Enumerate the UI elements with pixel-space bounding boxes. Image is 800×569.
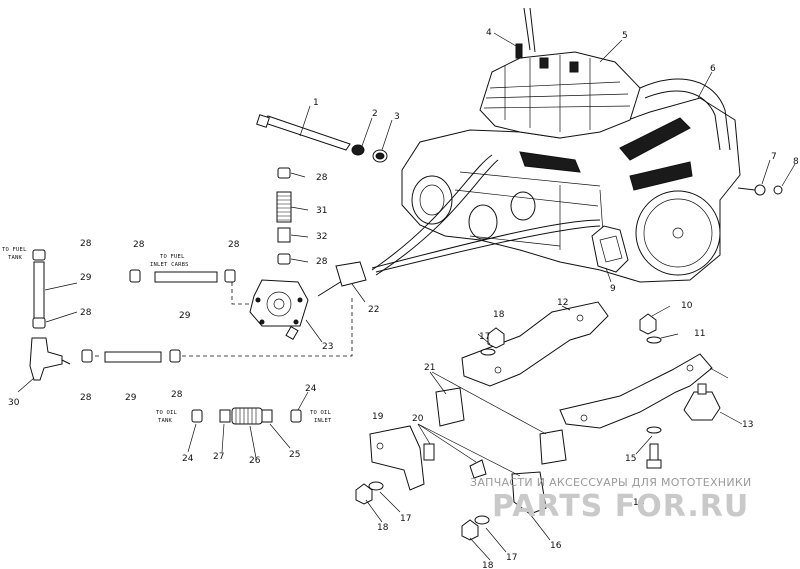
fuel-inlet-hose — [129, 269, 236, 283]
callout-13: 13 — [742, 420, 753, 430]
callout-20: 20 — [412, 414, 424, 424]
callout-28-d: 28 — [316, 173, 328, 183]
callout-23: 23 — [322, 342, 333, 352]
callout-15: 15 — [625, 454, 636, 464]
callout-29-a: 29 — [80, 273, 92, 283]
callout-27: 27 — [213, 452, 224, 462]
fuel-pump-assembly — [231, 167, 309, 341]
callout-22: 22 — [368, 305, 379, 315]
callout-21: 21 — [424, 363, 435, 373]
callout-12: 12 — [557, 298, 568, 308]
callout-28-b: 28 — [133, 240, 145, 250]
callout-28-c: 28 — [228, 240, 240, 250]
mount-brackets — [461, 301, 721, 469]
callout-28-e: 28 — [316, 257, 328, 267]
callout-2: 2 — [372, 109, 378, 119]
watermark: ЗАПЧАСТИ И АКСЕССУАРЫ ДЛЯ МОТОТЕХНИКИ PA… — [470, 476, 752, 524]
callout-28-h: 28 — [171, 390, 183, 400]
callout-30: 30 — [8, 398, 20, 408]
callout-24-upper: 24 — [305, 384, 317, 394]
lower-brackets — [355, 371, 567, 541]
callout-28-g: 28 — [80, 393, 92, 403]
mount-bolt-assembly — [256, 114, 388, 163]
oil-hose — [81, 296, 353, 363]
engine-assembly — [401, 7, 783, 283]
callout-17-lower: 17 — [506, 553, 517, 563]
fuel-tank-hose — [29, 249, 100, 381]
callout-28-f: 28 — [80, 308, 92, 318]
callout-14: 14 — [633, 498, 645, 508]
watermark-brand: PARTS FOR.RU — [492, 489, 749, 524]
callout-1: 1 — [313, 98, 319, 108]
note-to-oil-tank-line1: TO OIL — [156, 410, 178, 416]
callout-32: 32 — [316, 232, 327, 242]
callout-8: 8 — [793, 157, 799, 167]
callout-6: 6 — [710, 64, 716, 74]
routing-notes: TO FUEL TANK TO FUEL INLET CARBS TO OIL … — [2, 247, 332, 424]
note-to-fuel-inlet-line1: TO FUEL — [160, 254, 185, 260]
watermark-tagline: ЗАПЧАСТИ И АКСЕССУАРЫ ДЛЯ МОТОТЕХНИКИ — [470, 476, 752, 489]
note-to-fuel-tank-line2: TANK — [8, 255, 23, 261]
callout-17-left: 17 — [400, 514, 411, 524]
callout-18-lower: 18 — [482, 561, 494, 569]
callout-18-upper: 18 — [493, 310, 505, 320]
callout-10: 10 — [681, 301, 693, 311]
callout-26: 26 — [249, 456, 261, 466]
callout-11: 11 — [694, 329, 705, 339]
callout-16: 16 — [550, 541, 562, 551]
note-to-oil-inlet-line2: INLET — [314, 418, 332, 424]
callout-7: 7 — [771, 152, 777, 162]
note-to-fuel-inlet-line2: INLET CARBS — [150, 262, 189, 268]
note-to-oil-inlet-line1: TO OIL — [310, 410, 332, 416]
callout-29-c: 29 — [125, 393, 137, 403]
callout-17-upper: 17 — [479, 332, 490, 342]
callout-29-b: 29 — [179, 311, 191, 321]
leader-lines — [17, 32, 796, 561]
callout-labels: 1 2 3 4 5 6 7 8 9 10 11 12 13 14 15 16 1… — [8, 28, 799, 569]
callout-4: 4 — [486, 28, 492, 38]
callout-28-a: 28 — [80, 239, 92, 249]
callout-24-lower: 24 — [182, 454, 194, 464]
callout-25: 25 — [289, 450, 300, 460]
note-to-fuel-tank-line1: TO FUEL — [2, 247, 27, 253]
callout-31: 31 — [316, 206, 327, 216]
callout-9: 9 — [610, 284, 616, 294]
callout-19: 19 — [372, 412, 384, 422]
note-to-oil-tank-line2: TANK — [158, 418, 173, 424]
fuel-lines — [317, 154, 601, 297]
callout-18-left: 18 — [377, 523, 389, 533]
callout-5: 5 — [622, 31, 628, 41]
oil-filter-line — [191, 407, 302, 425]
callout-3: 3 — [394, 112, 400, 122]
